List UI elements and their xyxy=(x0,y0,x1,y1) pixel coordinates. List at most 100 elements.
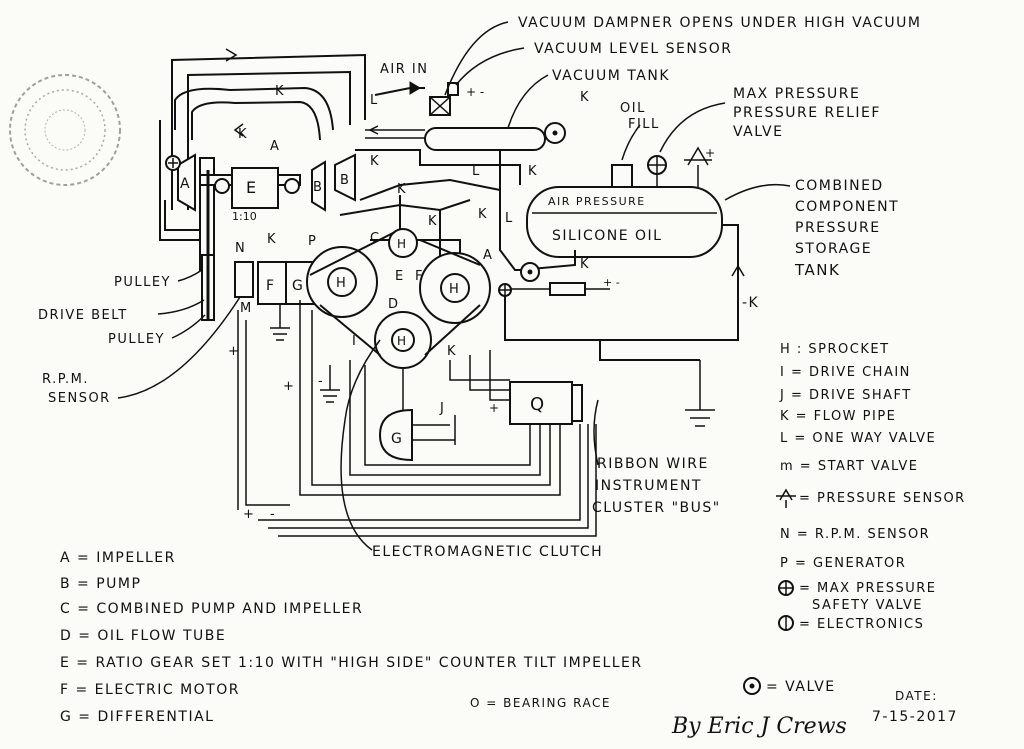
bearing-race-legend: O = BEARING RACE xyxy=(470,696,611,710)
vacuum-tank xyxy=(365,125,546,151)
svg-text:L: L xyxy=(472,164,480,179)
svg-text:K: K xyxy=(478,207,487,222)
svg-text:G: G xyxy=(391,431,402,447)
leader-level-sensor xyxy=(455,47,525,86)
legend-safety-valve: SAFETY VALVE xyxy=(812,598,923,613)
svg-text:M: M xyxy=(240,301,251,316)
leader-dampner xyxy=(444,21,509,96)
svg-text:+: + xyxy=(489,401,499,415)
ribbon-label-3: CLUSTER "BUS" xyxy=(592,500,721,516)
svg-text:A: A xyxy=(180,176,190,192)
rpm-label-2: SENSOR xyxy=(48,391,111,406)
max-pressure-label: MAX PRESSURE xyxy=(733,86,860,102)
legend-l: L = ONE WAY VALVE xyxy=(780,431,936,446)
leader-oil-fill xyxy=(621,124,641,161)
leader-clutch xyxy=(340,339,381,551)
generator-g: G xyxy=(378,408,413,462)
svg-text:A: A xyxy=(483,248,492,263)
svg-text:K: K xyxy=(275,84,284,99)
pump-b: B B xyxy=(311,153,356,212)
legend-j: J = DRIVE SHAFT xyxy=(779,388,912,403)
legend-p: P = GENERATOR xyxy=(780,556,906,571)
legend-max-pressure: = MAX PRESSURE xyxy=(799,581,937,596)
pressure-sensor-tank: + xyxy=(684,146,715,187)
minus-k-label: -K xyxy=(742,295,759,311)
pulley-bottom-label: PULLEY xyxy=(108,332,165,347)
svg-text:K: K xyxy=(238,127,247,142)
leader-tank xyxy=(724,183,791,201)
leader-rpm xyxy=(117,296,241,399)
drive-belt-label: DRIVE BELT xyxy=(38,308,128,323)
svg-text:TANK: TANK xyxy=(794,261,840,279)
svg-text:K: K xyxy=(370,154,379,169)
svg-text:H: H xyxy=(397,334,406,348)
svg-text:K: K xyxy=(267,232,276,247)
oil-fill-cap xyxy=(611,164,633,188)
legend-k: K = FLOW PIPE xyxy=(780,409,896,424)
date-value: 7-15-2017 xyxy=(872,709,958,725)
stamp-seal xyxy=(9,74,121,186)
svg-text:+: + xyxy=(243,507,254,522)
clutch-label: ELECTROMAGNETIC CLUTCH xyxy=(372,544,603,560)
rpm-label-1: R.P.M. xyxy=(42,372,89,387)
svg-text:PRESSURE: PRESSURE xyxy=(795,220,881,236)
svg-text:I: I xyxy=(352,334,356,349)
tank-caption: COMBINED COMPONENT PRESSURE STORAGE TANK xyxy=(794,178,898,279)
svg-text:L: L xyxy=(505,211,513,226)
svg-text:H: H xyxy=(449,282,459,297)
sprocket-right: H xyxy=(419,252,491,324)
rpm-sensor-n xyxy=(234,261,254,298)
ribbon-label-1: RIBBON WIRE xyxy=(597,456,709,472)
svg-text:+: + xyxy=(705,146,715,160)
legend-right: H : SPROCKET I = DRIVE CHAIN J = DRIVE S… xyxy=(776,342,964,632)
svg-text:D: D xyxy=(388,297,398,312)
svg-text:+ -: + - xyxy=(603,276,620,289)
air-pressure-label: AIR PRESSURE xyxy=(548,195,646,208)
left-return-pipe xyxy=(159,120,210,241)
sprocket-bottom: H xyxy=(374,311,432,369)
svg-text:-: - xyxy=(270,507,275,522)
leader-ribbon xyxy=(593,399,599,466)
vacuum-level-sensor-label: VACUUM LEVEL SENSOR xyxy=(534,41,732,57)
leader-vacuum-tank xyxy=(507,74,549,129)
svg-text:+: + xyxy=(228,344,239,359)
svg-text:H: H xyxy=(397,237,406,251)
air-in-label: AIR IN xyxy=(380,62,428,77)
tank-return-pipe xyxy=(504,224,739,341)
oil-label: OIL xyxy=(620,101,646,116)
svg-text:1:10: 1:10 xyxy=(232,210,257,223)
fill-label: FILL xyxy=(628,117,660,132)
pressure-relief-label: PRESSURE RELIEF xyxy=(733,105,881,121)
svg-text:K: K xyxy=(580,90,589,105)
svg-text:Q: Q xyxy=(530,394,544,415)
svg-text:P: P xyxy=(308,234,316,249)
svg-text:STORAGE: STORAGE xyxy=(795,241,872,257)
svg-text:E: E xyxy=(395,269,403,284)
ground-mid xyxy=(320,365,340,403)
svg-text:+ -: + - xyxy=(466,85,484,99)
legend-left: A = IMPELLER B = PUMP C = COMBINED PUMP … xyxy=(60,550,643,725)
svg-text:G: G xyxy=(292,278,303,294)
legend-e: E = RATIO GEAR SET 1:10 WITH "HIGH SIDE"… xyxy=(60,655,643,671)
svg-text:F: F xyxy=(266,278,274,294)
pulley-top-label: PULLEY xyxy=(114,275,171,290)
drive-shaft-j xyxy=(412,415,456,445)
svg-text:K: K xyxy=(447,344,456,359)
svg-text:K: K xyxy=(528,164,537,179)
legend-n: N = R.P.M. SENSOR xyxy=(780,527,930,542)
svg-text:-: - xyxy=(318,374,323,389)
signature: By Eric J Crews xyxy=(671,714,847,739)
svg-text:K: K xyxy=(428,214,437,229)
pressure-sensor-icon xyxy=(776,488,796,508)
legend-b: B = PUMP xyxy=(60,576,141,592)
legend-h: H : SPROCKET xyxy=(780,342,890,357)
flow-pipe-k-labels: K K K K K K K K K L L A P A xyxy=(238,84,537,359)
vacuum-tank-label: VACUUM TANK xyxy=(552,68,670,84)
svg-text:J: J xyxy=(439,401,444,416)
wiring-bus xyxy=(237,300,597,537)
pressure-storage-tank: AIR PRESSURE SILICONE OIL xyxy=(526,186,723,258)
svg-text:C: C xyxy=(370,231,379,246)
svg-text:K: K xyxy=(580,257,589,272)
